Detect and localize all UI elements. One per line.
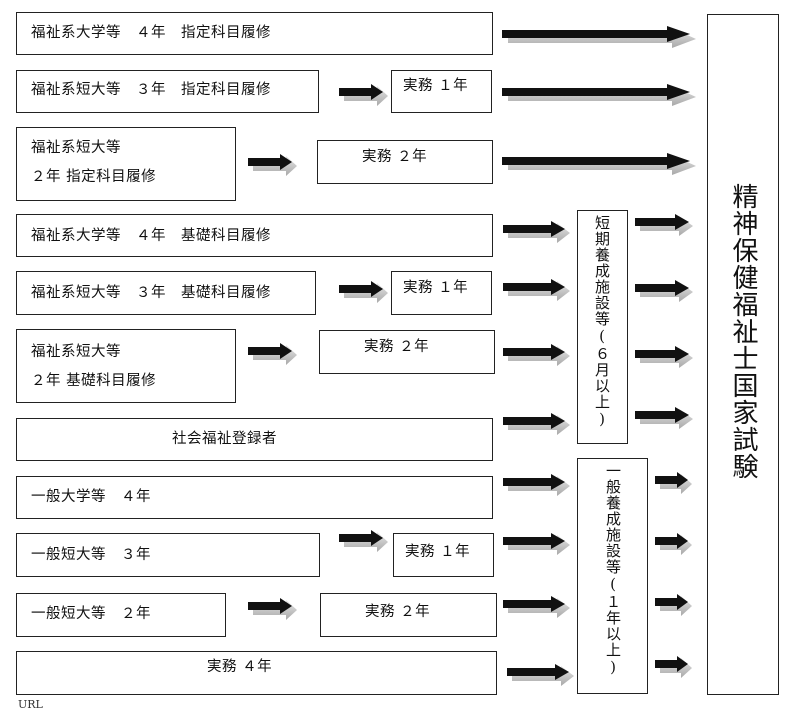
route-box-general-univ-4y: 一般大学等 ４年 (16, 476, 493, 519)
arrow-to-exam-icon (655, 533, 692, 555)
practice-box: 実務 １年 (391, 70, 492, 113)
route-label: 一般短大等 ２年 (31, 606, 151, 622)
route-label-line1: 福祉系短大等 (31, 344, 121, 360)
short-term-facility-box: 短期養成施設等(６月以上) (577, 210, 628, 444)
practice-box: 実務 １年 (391, 271, 492, 315)
route-label-line2: ２年 基礎科目履修 (31, 373, 157, 389)
arrow-to-short-facility-icon (503, 221, 570, 243)
route-label: 一般短大等 ３年 (31, 547, 151, 563)
route-label: 福祉系大学等 ４年 基礎科目履修 (31, 228, 271, 244)
practice-box: 実務 ２年 (317, 140, 493, 184)
short-arrow-icon (339, 281, 388, 303)
practice-label: 実務 ２年 (362, 149, 428, 165)
arrow-to-exam-icon (635, 346, 693, 368)
national-exam-label: 精神保健福祉士国家試験 (728, 183, 758, 480)
route-box-general-junior-2y: 一般短大等 ２年 (16, 593, 226, 637)
arrow-to-short-facility-icon (503, 344, 570, 366)
long-arrow-icon (502, 26, 696, 48)
route-label: 一般大学等 ４年 (31, 489, 151, 505)
practice-label: 実務 １年 (405, 544, 471, 560)
route-box-general-junior-3y: 一般短大等 ３年 (16, 533, 320, 577)
practice-label: 実務 ２年 (364, 339, 430, 355)
route-box-welfare-univ-4y-basic: 福祉系大学等 ４年 基礎科目履修 (16, 214, 493, 257)
arrow-to-exam-icon (655, 656, 692, 678)
route-box-practice-4y: 実務 ４年 (16, 651, 497, 695)
short-arrow-icon (248, 154, 297, 176)
route-label: 社会福祉登録者 (172, 431, 277, 447)
short-arrow-icon (248, 598, 297, 620)
route-box-welfare-junior-2y-basic: 福祉系短大等 ２年 基礎科目履修 (16, 329, 236, 403)
arrow-to-exam-icon (635, 280, 693, 302)
route-box-social-welfare-registrant: 社会福祉登録者 (16, 418, 493, 461)
arrow-to-general-facility-icon (507, 664, 574, 686)
route-label: 福祉系短大等 ３年 指定科目履修 (31, 82, 271, 98)
route-box-welfare-junior-2y-designated: 福祉系短大等 ２年 指定科目履修 (16, 127, 236, 201)
practice-label: 実務 １年 (403, 78, 469, 94)
arrow-to-exam-icon (635, 214, 693, 236)
arrow-to-general-facility-icon (503, 596, 570, 618)
long-arrow-icon (502, 153, 696, 175)
general-facility-label: 一般養成施設等(１年以上) (604, 463, 622, 677)
route-box-welfare-univ-4y-designated: 福祉系大学等 ４年 指定科目履修 (16, 12, 493, 55)
route-label-line1: 福祉系短大等 (31, 140, 121, 156)
general-facility-box: 一般養成施設等(１年以上) (577, 458, 648, 694)
arrow-to-exam-icon (635, 407, 693, 429)
footer-url-label: URL (18, 698, 43, 711)
route-box-welfare-junior-3y-designated: 福祉系短大等 ３年 指定科目履修 (16, 70, 319, 113)
short-term-facility-label: 短期養成施設等(６月以上) (593, 215, 611, 429)
route-box-welfare-junior-3y-basic: 福祉系短大等 ３年 基礎科目履修 (16, 271, 316, 315)
short-arrow-icon (248, 343, 297, 365)
arrow-to-exam-icon (655, 472, 692, 494)
practice-label: 実務 １年 (403, 280, 469, 296)
route-label: 福祉系大学等 ４年 指定科目履修 (31, 25, 271, 41)
arrow-to-short-facility-icon (503, 279, 570, 301)
arrow-to-short-facility-icon (503, 413, 570, 435)
practice-box: 実務 ２年 (320, 593, 497, 637)
arrow-to-exam-icon (655, 594, 692, 616)
long-arrow-icon (502, 84, 696, 106)
route-label: 福祉系短大等 ３年 基礎科目履修 (31, 285, 271, 301)
practice-label: 実務 ２年 (365, 604, 431, 620)
practice-box: 実務 １年 (393, 533, 494, 577)
national-exam-box: 精神保健福祉士国家試験 (707, 14, 779, 695)
route-label-line2: ２年 指定科目履修 (31, 169, 157, 185)
route-label: 実務 ４年 (207, 659, 273, 675)
arrow-to-general-facility-icon (503, 533, 570, 555)
short-arrow-icon (339, 530, 388, 552)
short-arrow-icon (339, 84, 388, 106)
practice-box: 実務 ２年 (319, 330, 495, 374)
arrow-to-general-facility-icon (503, 474, 570, 496)
